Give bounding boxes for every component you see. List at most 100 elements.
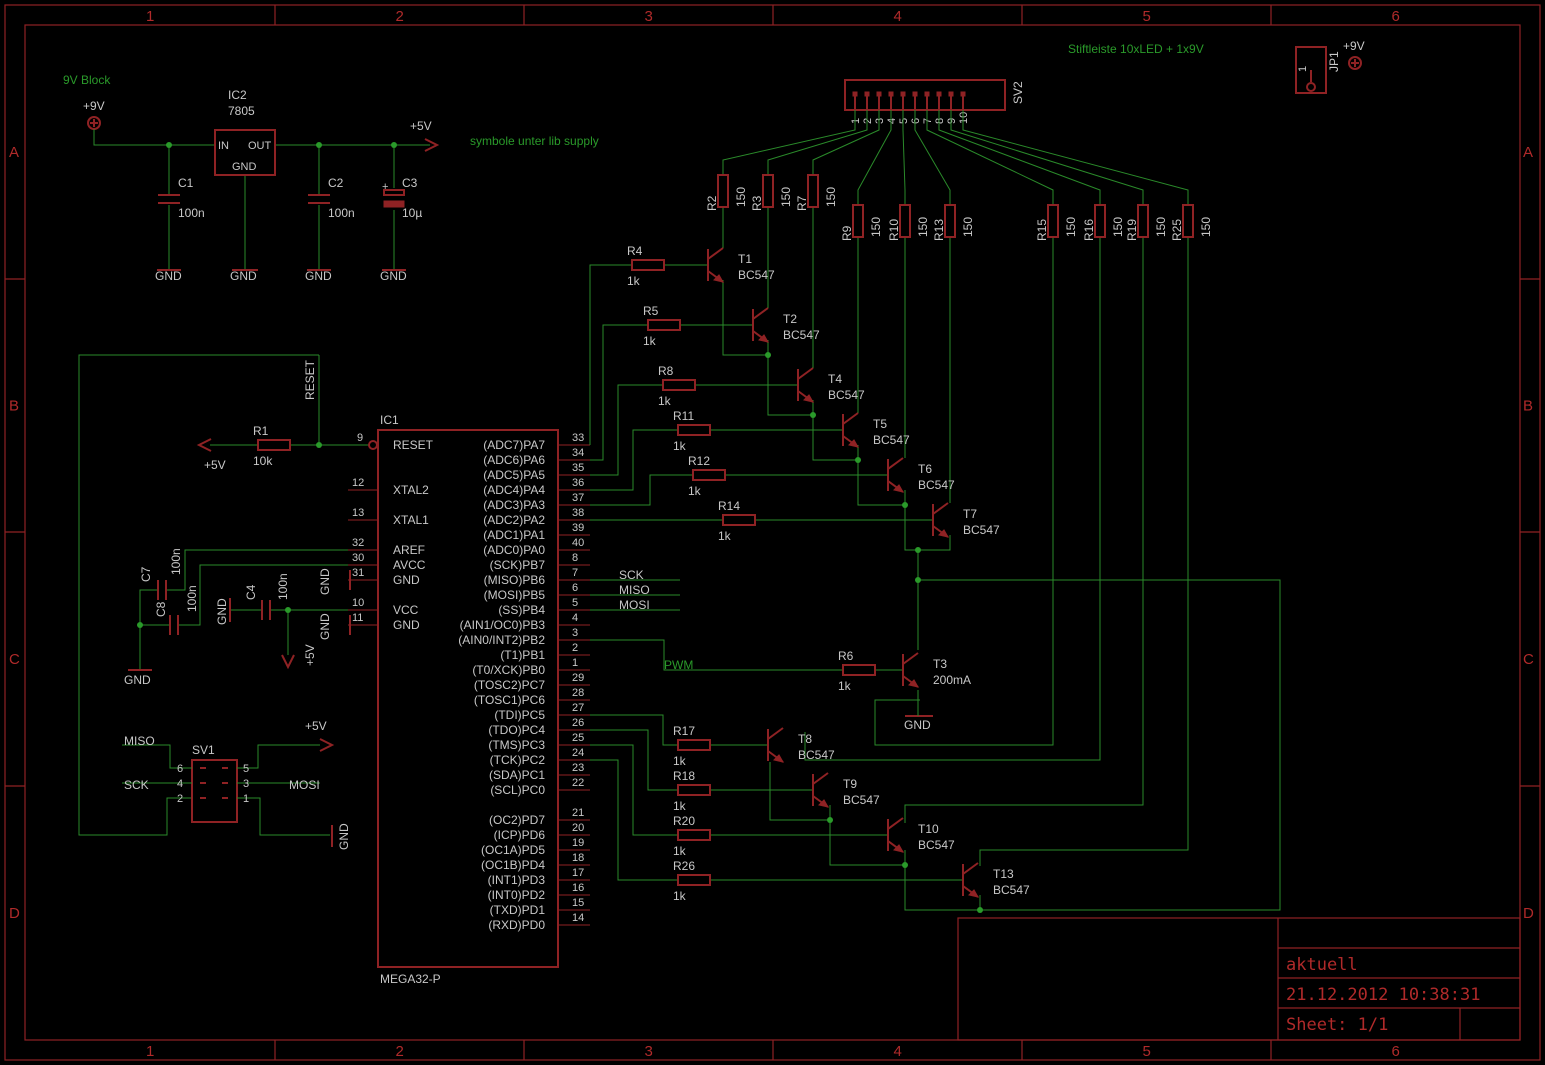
base-resistor-value: 1k (688, 484, 702, 498)
c4-value: 100n (276, 573, 290, 600)
r1-name: R1 (253, 424, 269, 438)
transistor-name: T5 (873, 417, 887, 431)
transistor-name: T6 (918, 462, 932, 476)
led-resistor-name: R3 (750, 195, 764, 211)
gnd-label-c3: GND (380, 269, 407, 283)
jp1-jumper: 1 JP1 +9V (1295, 39, 1365, 94)
note-header: Stiftleiste 10xLED + 1x9V (1068, 42, 1204, 56)
frame-col-label-bottom: 1 (146, 1043, 154, 1060)
led-resistor (807, 174, 819, 208)
mcu-name: IC1 (380, 413, 399, 427)
mcu-pin-number: 18 (572, 852, 584, 864)
mcu-pin-label: (ADC5)PA5 (483, 468, 545, 482)
base-resistor (631, 259, 665, 271)
mcu-pin-label: (AIN0/INT2)PB2 (458, 633, 545, 647)
base-resistor (842, 664, 876, 676)
c2-name: C2 (328, 176, 344, 190)
led-resistor-name: R9 (840, 225, 854, 241)
sv1-pin2: 2 (177, 793, 183, 805)
base-resistor-value: 1k (673, 844, 687, 858)
frame-row-label-right: B (1523, 398, 1533, 415)
transistor-value: BC547 (783, 328, 820, 342)
base-resistor-name: R17 (673, 724, 695, 738)
resistor-r1 (257, 439, 291, 451)
base-resistor-name: R18 (673, 769, 695, 783)
mcu-pin-label: (MISO)PB6 (484, 573, 546, 587)
mcu-pin-number: 11 (352, 612, 363, 624)
base-resistor (722, 514, 756, 526)
frame-row-label-right: D (1523, 905, 1534, 922)
regulator-pin-gnd: GND (232, 161, 257, 173)
sv1-pin6: 6 (177, 763, 183, 775)
net-pwm: PWM (664, 658, 693, 672)
mcu-pin-label: XTAL2 (393, 483, 429, 497)
transistor-value: BC547 (993, 883, 1030, 897)
mcu-pin-number: 6 (572, 582, 578, 594)
led-resistor-name: R10 (887, 219, 901, 241)
regulator-pin-in: IN (218, 140, 229, 152)
frame-row-label-left: D (9, 905, 20, 922)
mcu-pin-label: (SS)PB4 (498, 603, 545, 617)
led-resistor-name: R13 (932, 219, 946, 241)
sv1-name: SV1 (192, 743, 215, 757)
mcu-pin-label: AREF (393, 543, 425, 557)
base-resistor (677, 424, 711, 436)
mcu-pin-label: (ADC7)PA7 (483, 438, 545, 452)
regulator-value: 7805 (228, 104, 255, 118)
transistor-value: BC547 (843, 793, 880, 807)
led-resistor (899, 204, 911, 238)
title-name: aktuell (1286, 955, 1358, 975)
gnd-label-c1: GND (155, 269, 182, 283)
c8-name: C8 (154, 601, 168, 617)
gnd-label-c7: GND (124, 673, 151, 687)
title-date: 21.12.2012 10:38:31 (1286, 985, 1480, 1005)
regulator-pin-out: OUT (248, 140, 272, 152)
sv1-pin1: 1 (243, 793, 249, 805)
base-resistor-name: R20 (673, 814, 695, 828)
mcu-pin-number: 22 (572, 777, 584, 789)
base-resistor (677, 874, 711, 886)
frame-col-label-bottom: 3 (645, 1043, 653, 1060)
c7-value: 100n (169, 548, 183, 575)
led-resistor-value: 150 (1111, 217, 1125, 237)
r1-5v-label: +5V (204, 458, 226, 472)
mcu-pin-number: 23 (572, 762, 584, 774)
sv2-pin-label: 1 (850, 118, 862, 124)
transistor-value: BC547 (963, 523, 1000, 537)
transistor-value: BC547 (798, 748, 835, 762)
net-sck: SCK (619, 568, 644, 582)
mcu-pin-label: AVCC (393, 558, 426, 572)
frame-col-label-top: 5 (1143, 8, 1151, 25)
mcu-pin-number: 24 (572, 747, 584, 759)
sv1-pin4: 4 (177, 778, 183, 790)
mcu-pin-label: (OC1B)PD4 (481, 858, 545, 872)
mcu-pin-number: 8 (572, 552, 578, 564)
transistor-value: BC547 (918, 478, 955, 492)
regulator-7805 (214, 129, 276, 176)
mcu-pin-number: 25 (572, 732, 584, 744)
led-resistor-value: 150 (1154, 217, 1168, 237)
mcu-pin-number: 27 (572, 702, 584, 714)
svg-text:+: + (382, 181, 388, 193)
sv2-pin-label: 10 (958, 112, 970, 124)
isp-header-sv1: SV1 MISO SCK MOSI +5V GND 6 4 2 5 3 1 (122, 719, 351, 850)
base-resistor-value: 1k (718, 529, 732, 543)
mcu-pin-number: 28 (572, 687, 584, 699)
sv1-pin3: 3 (243, 778, 249, 790)
avcc-decoupling: C7 100n C8 100n C4 100n GND GND GND GND … (124, 548, 378, 687)
transistor-name: T10 (918, 822, 939, 836)
c1-name: C1 (178, 176, 194, 190)
mcu-pin-label: (ADC2)PA2 (483, 513, 545, 527)
mcu-pin-number: 32 (352, 537, 364, 549)
capacitor-c1 (158, 194, 180, 204)
base-resistor-value: 1k (658, 394, 672, 408)
mcu-pin-label: (ICP)PD6 (494, 828, 546, 842)
gnd-label-pin31: GND (318, 568, 332, 595)
sv2-pin-label: 8 (934, 118, 946, 124)
net-miso: MISO (619, 583, 650, 597)
mcu-pin-number: 3 (572, 627, 578, 639)
mcu-pin-number: 31 (352, 567, 364, 579)
mcu-pin-label: XTAL1 (393, 513, 429, 527)
mcu-pin-label: (TOSC2)PC7 (474, 678, 545, 692)
mcu-pin-number: 9 (357, 432, 363, 444)
